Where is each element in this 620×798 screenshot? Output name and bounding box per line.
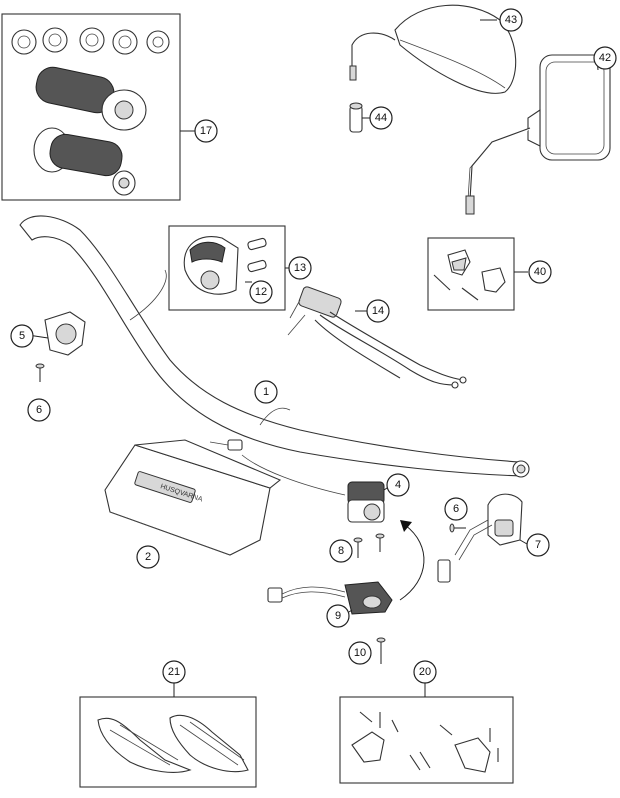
callout-2: 2: [136, 545, 160, 569]
svg-text:44: 44: [375, 112, 387, 124]
svg-text:8: 8: [338, 545, 344, 557]
svg-text:6: 6: [36, 404, 42, 416]
callout-40: 40: [528, 260, 552, 284]
switch-upper: [347, 481, 391, 523]
svg-text:43: 43: [505, 14, 517, 26]
callout-8: 8: [329, 539, 353, 563]
handlebar-pad: HUSQVARNA: [104, 439, 282, 556]
grip-lower: [33, 127, 136, 196]
mirror-left: [349, 4, 517, 94]
callout-6-right: 6: [444, 497, 468, 521]
hand-guard-group: [79, 683, 257, 788]
switch-lower: [267, 581, 393, 615]
svg-text:2: 2: [145, 551, 151, 563]
callout-4: 4: [386, 473, 410, 497]
hand-guard-frame: [79, 696, 257, 788]
screw-ten: [376, 637, 386, 664]
callout-44: 44: [369, 106, 393, 130]
svg-text:12: 12: [255, 286, 267, 298]
throttle-cams: [11, 27, 170, 55]
throttle-cables: [287, 286, 467, 389]
svg-text:21: 21: [168, 666, 180, 678]
callout-12: 12: [249, 280, 273, 304]
mounting-kit-group: [339, 683, 514, 784]
callout-6-left: 6: [27, 398, 51, 422]
callout-7: 7: [526, 533, 550, 557]
svg-text:5: 5: [19, 330, 25, 342]
switch-right: [437, 493, 528, 583]
grip-set-group: [1, 13, 195, 201]
svg-text:4: 4: [395, 479, 401, 491]
callout-14: 14: [366, 299, 390, 323]
clamp-kit-frame: [427, 237, 515, 311]
mirror-right: [465, 54, 611, 215]
replacement-arrow: [399, 520, 425, 601]
mounting-kit-frame: [339, 696, 514, 784]
callout-17: 17: [194, 119, 218, 143]
callout-9: 9: [326, 604, 350, 628]
mirror-adapter: [349, 102, 370, 133]
svg-text:6: 6: [453, 503, 459, 515]
callout-42: 42: [593, 46, 617, 70]
svg-text:14: 14: [372, 305, 384, 317]
svg-text:40: 40: [534, 266, 546, 278]
svg-text:20: 20: [419, 666, 431, 678]
svg-text:17: 17: [200, 125, 212, 137]
svg-text:7: 7: [535, 539, 541, 551]
callout-13: 13: [288, 256, 312, 280]
svg-text:42: 42: [599, 52, 611, 64]
callout-1: 1: [254, 380, 278, 404]
switch-wiring: [209, 439, 346, 496]
grip-set-frame: [1, 13, 181, 201]
svg-text:1: 1: [263, 386, 269, 398]
bar-clamp: [27, 311, 86, 382]
switch-screws: [353, 533, 385, 558]
callout-5: 5: [10, 324, 34, 348]
svg-text:9: 9: [335, 610, 341, 622]
throttle-housing-group: [168, 225, 290, 311]
callout-20: 20: [413, 660, 437, 684]
svg-text:13: 13: [294, 262, 306, 274]
clamp-kit-group: [427, 237, 528, 311]
callouts: 43 42 44 17 13 12 40 14 5 1 6 4 6 7 8 2 …: [10, 8, 617, 684]
handlebar: [19, 215, 530, 478]
svg-text:10: 10: [354, 647, 366, 659]
grip-upper: [35, 66, 147, 131]
callout-43: 43: [499, 8, 523, 32]
callout-21: 21: [162, 660, 186, 684]
callout-10: 10: [348, 641, 372, 665]
